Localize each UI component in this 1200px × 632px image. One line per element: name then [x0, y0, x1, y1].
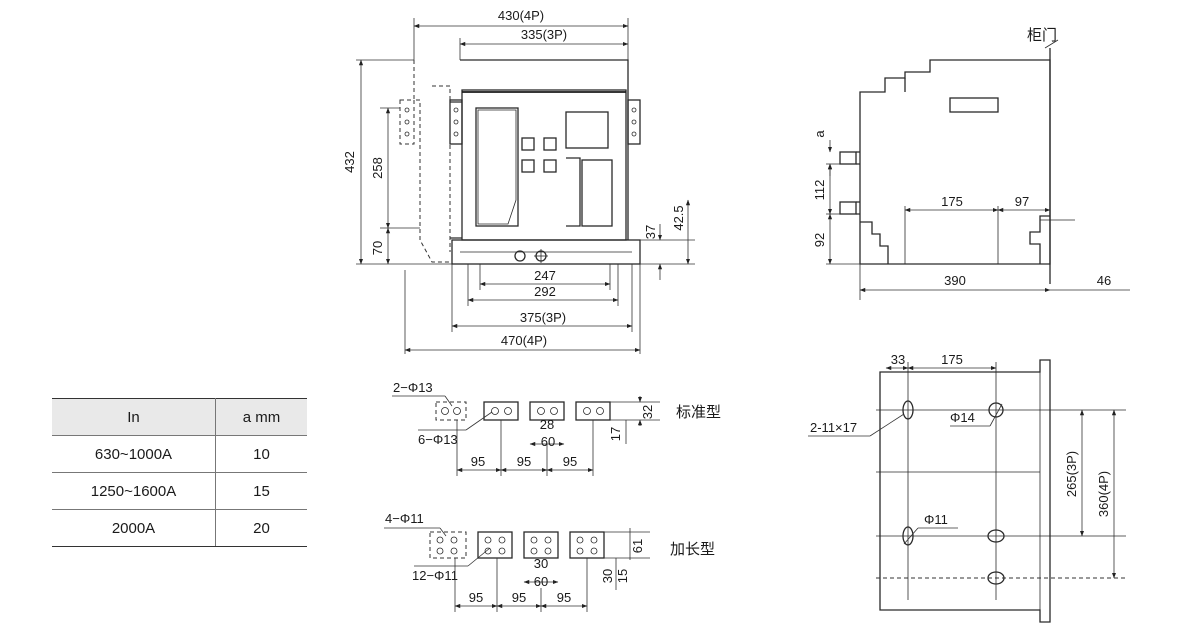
door-label: 柜门: [1027, 26, 1057, 44]
holes-6-phi13: 6−Φ13: [418, 432, 458, 447]
dim-46: 46: [1097, 273, 1111, 288]
terminal-standard: 2−Φ13 6−Φ13 28 60 32 17 95 95 95 标准型: [392, 380, 721, 476]
side-view: 柜门 a 112 92 175 97 390 46: [812, 26, 1130, 300]
dim-92: 92: [812, 233, 827, 247]
spec-table: In a mm 630~1000A 10 1250~1600A 15 2000A…: [52, 398, 307, 547]
dim-112: 112: [812, 180, 827, 201]
cell-a-value: 15: [215, 472, 307, 510]
table-row: 2000A 20: [52, 509, 307, 547]
dim-60-ext: 60: [534, 574, 548, 589]
dim-390: 390: [944, 273, 966, 288]
table-header-row: In a mm: [52, 398, 307, 436]
dim-37: 37: [643, 225, 658, 239]
cell-a-value: 10: [215, 435, 307, 473]
slots-2-11x17: 2-11×17: [810, 420, 857, 435]
pitch-95-c: 95: [563, 454, 577, 469]
dim-70: 70: [370, 241, 385, 255]
front-view: 430(4P) 335(3P) 432 258 70 37 42.5 247 2…: [342, 8, 695, 354]
dim-258: 258: [370, 157, 385, 179]
holes-4-phi11: 4−Φ11: [385, 511, 424, 526]
dim-15: 15: [615, 569, 630, 583]
dim-33: 33: [891, 352, 905, 367]
dim-60: 60: [541, 434, 555, 449]
cell-current: 630~1000A: [52, 435, 216, 473]
dim-375-3p: 375(3P): [520, 310, 566, 325]
dim-265-3p: 265(3P): [1064, 451, 1079, 497]
holes-2-phi13: 2−Φ13: [393, 380, 433, 395]
dim-430-4p: 430(4P): [498, 8, 544, 23]
pitch-95-f: 95: [557, 590, 571, 605]
pitch-95-e: 95: [512, 590, 526, 605]
dim-42-5: 42.5: [671, 205, 686, 230]
dim-432: 432: [342, 151, 357, 173]
header-in: In: [52, 398, 216, 436]
holes-12-phi11: 12−Φ11: [412, 568, 458, 583]
cell-current: 2000A: [52, 509, 216, 547]
phi-14: Φ14: [950, 410, 975, 425]
mounting-view: 33 175 2-11×17 Φ14 Φ11 265(3P) 360(4P): [808, 352, 1126, 623]
cell-current: 1250~1600A: [52, 472, 216, 510]
dim-335-3p: 335(3P): [521, 27, 567, 42]
pitch-95-a: 95: [471, 454, 485, 469]
terminal-extended: 4−Φ11 12−Φ11 30 60 61 30 15 95 95 95 加长型: [384, 511, 715, 612]
dim-30-b: 30: [600, 569, 615, 583]
dim-360-4p: 360(4P): [1096, 471, 1111, 517]
cell-a-value: 20: [215, 509, 307, 547]
dim-28: 28: [540, 417, 554, 432]
dim-292: 292: [534, 284, 556, 299]
dim-61: 61: [630, 539, 645, 553]
dim-470-4p: 470(4P): [501, 333, 547, 348]
standard-type-label: 标准型: [676, 403, 721, 421]
dim-97: 97: [1015, 194, 1029, 209]
header-a-mm: a mm: [215, 398, 307, 436]
dim-175-mount: 175: [941, 352, 963, 367]
extended-type-label: 加长型: [670, 540, 715, 558]
dim-175: 175: [941, 194, 963, 209]
table-row: 630~1000A 10: [52, 435, 307, 473]
table-row: 1250~1600A 15: [52, 472, 307, 510]
dim-30-a: 30: [534, 556, 548, 571]
dim-17: 17: [608, 427, 623, 441]
dim-32: 32: [640, 405, 655, 419]
pitch-95-b: 95: [517, 454, 531, 469]
phi-11: Φ11: [924, 512, 948, 527]
dim-a: a: [812, 130, 827, 138]
dim-247: 247: [534, 268, 556, 283]
pitch-95-d: 95: [469, 590, 483, 605]
